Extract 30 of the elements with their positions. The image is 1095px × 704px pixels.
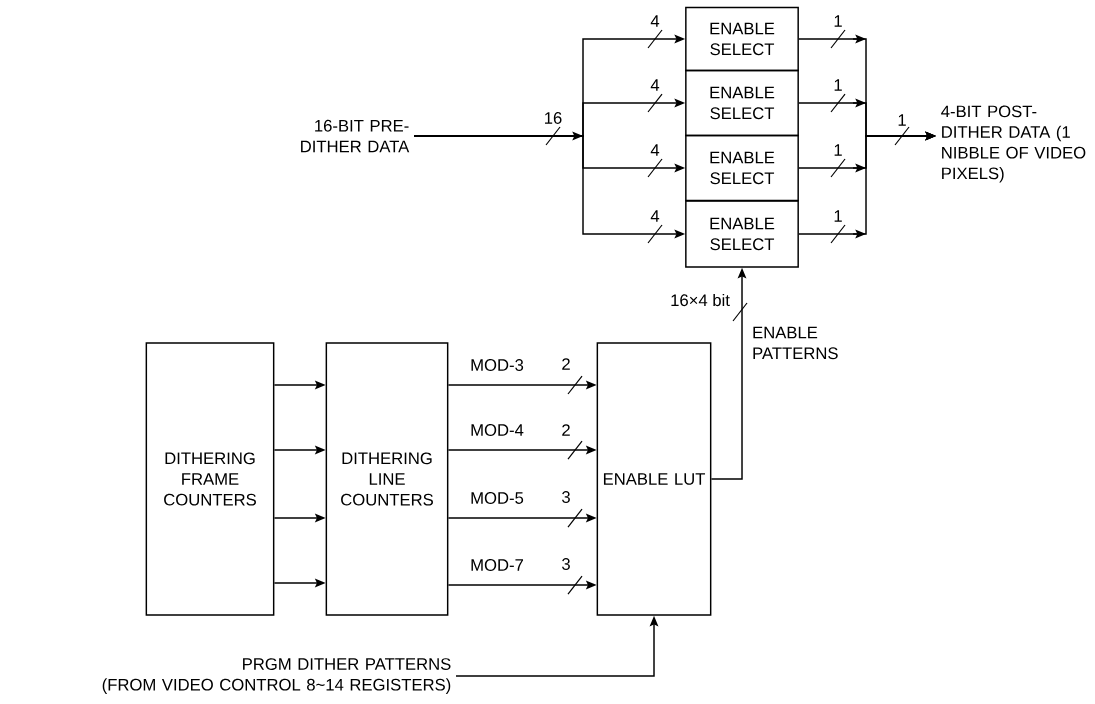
- bus-width-label: 16: [545, 112, 562, 124]
- block-box: ENABLE LUT: [596, 342, 712, 616]
- bus-width-label: 16×4 bit: [671, 293, 730, 307]
- edge-label: 1: [834, 79, 842, 91]
- edge-label: ENABLE PATTERNS: [753, 326, 838, 360]
- signal-text: PRGM DITHER PATTERNS (FROM VIDEO CONTROL 8~14 REGISTERS): [102, 658, 451, 694]
- bus-width-label: 3: [562, 558, 570, 570]
- edge-label: MOD-4: [471, 424, 524, 436]
- edge-label: 4: [650, 79, 660, 91]
- edge-label: MOD-3: [471, 359, 524, 371]
- bus-width-label: 2: [562, 358, 570, 370]
- edge-label: 4: [650, 144, 660, 156]
- edge-label: 1: [834, 15, 842, 27]
- signal-text: 16-BIT PRE-DITHER DATA: [301, 119, 410, 153]
- edge-label: MOD-7: [471, 559, 523, 571]
- block-box: ENABLE SELECT: [685, 6, 799, 72]
- bus-width-label: 2: [562, 424, 570, 436]
- block-box: ENABLE SELECT: [685, 69, 799, 137]
- block-box: DITHERING LINE COUNTERS: [325, 342, 449, 616]
- block-box: ENABLE SELECT: [685, 134, 799, 202]
- bus-width-label: 1: [898, 114, 906, 126]
- signal-text: 4-BIT POST-DITHER DATA (1 NIBBLE OF VIDEO PIXELS): [941, 105, 1086, 183]
- edge-label: MOD-5: [471, 492, 524, 504]
- block-box: ENABLE SELECT: [685, 200, 799, 268]
- edge-label: 4: [650, 15, 660, 27]
- edge-label: 4: [650, 210, 660, 222]
- bus-width-label: 3: [562, 491, 570, 503]
- edge-label: 1: [834, 144, 842, 156]
- edge-label: 1: [834, 210, 842, 222]
- block-box: DITHERING FRAME COUNTERS: [145, 342, 275, 616]
